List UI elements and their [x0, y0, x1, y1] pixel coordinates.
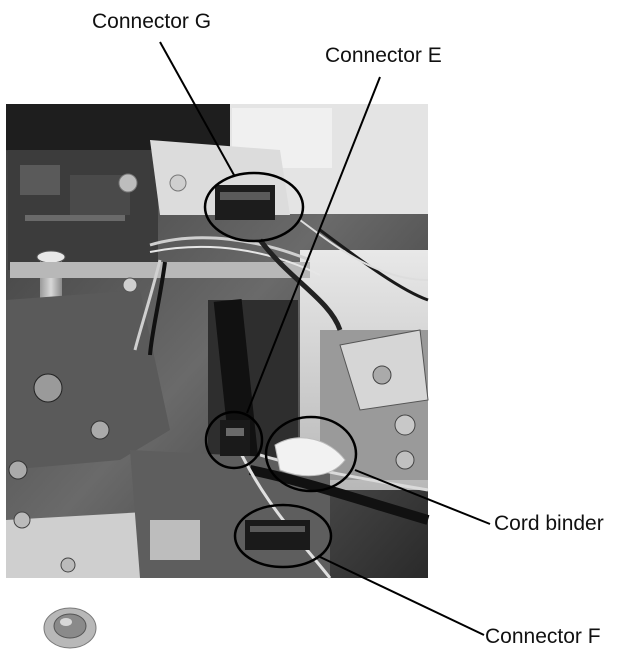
leader-line-cord: [354, 469, 491, 525]
machine-photo: [6, 104, 430, 579]
screw-icon: [43, 607, 97, 649]
callout-circle-f: [233, 503, 333, 569]
callout-circle-g: [203, 171, 305, 243]
leader-line-f: [317, 555, 485, 636]
connector-g-label: Connector G: [92, 10, 212, 33]
cord-binder-label: Cord binder: [494, 512, 604, 535]
leader-line-e: [246, 76, 381, 414]
callout-circle-cord: [264, 415, 358, 493]
connector-f-label: Connector F: [485, 625, 601, 648]
leader-line-g: [159, 41, 235, 176]
callout-circle-e: [204, 410, 264, 470]
connector-e-label: Connector E: [325, 44, 442, 67]
